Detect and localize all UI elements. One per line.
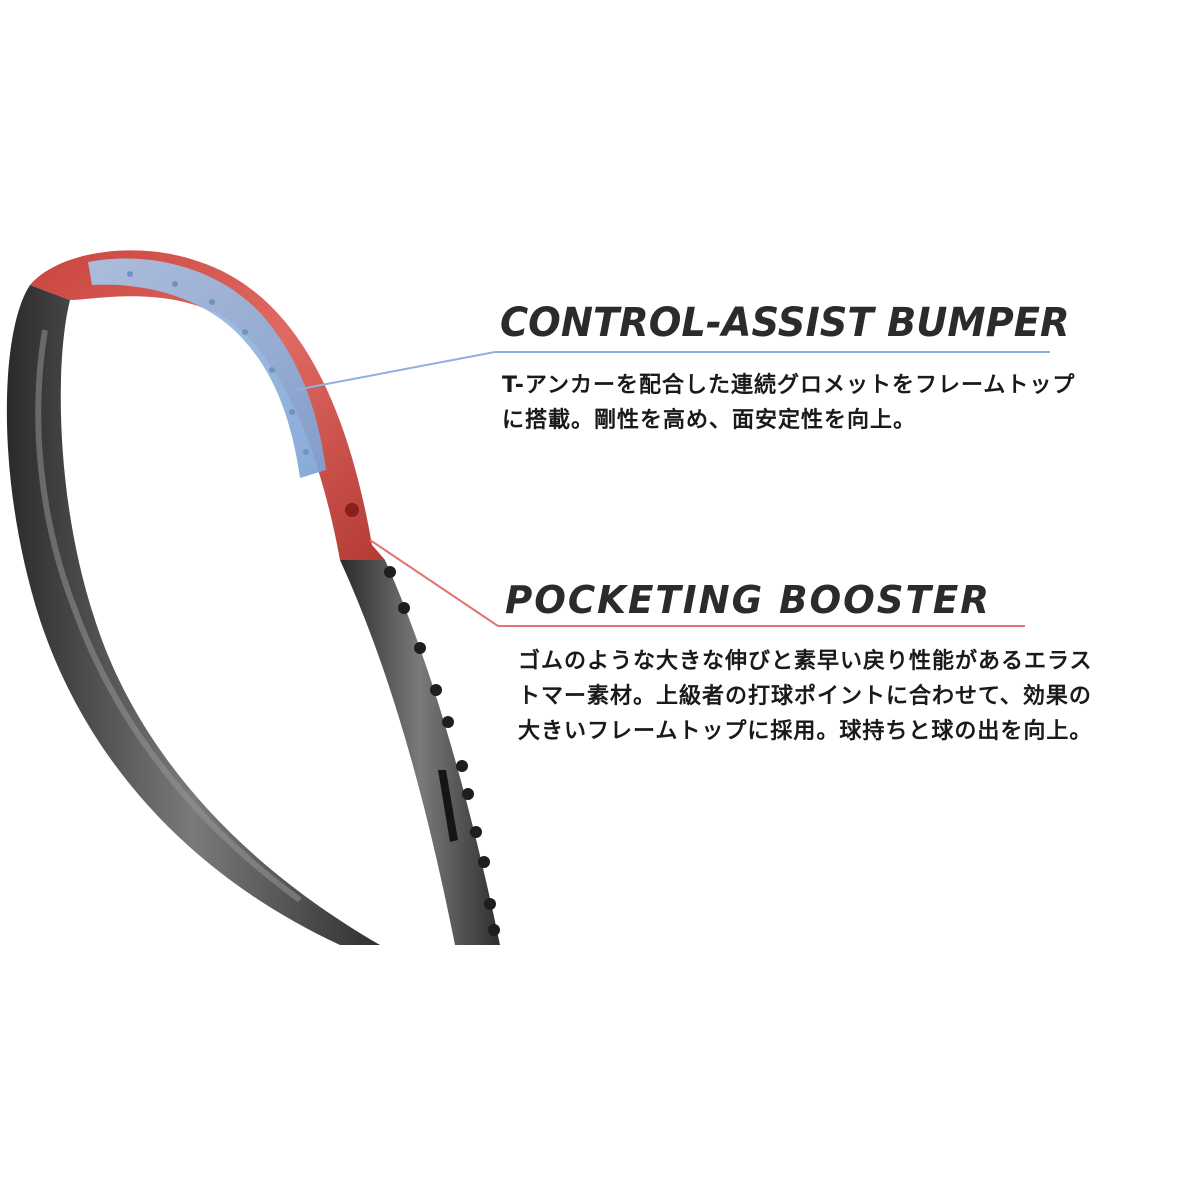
feature-description-bumper: T-アンカーを配合した連続グロメットをフレームトップ に搭載。剛性を高め、面安定… [502, 368, 1075, 438]
description-line: ゴムのような大きな伸びと素早い戻り性能があるエラス [518, 649, 1093, 674]
description-line: トマー素材。上級者の打球ポイントに合わせて、効果の [518, 684, 1092, 709]
booster-highlight-icon [30, 250, 385, 560]
bumper-grommet-dots [127, 271, 309, 455]
bumper-leader-line [294, 351, 496, 391]
frame-left-texture [35, 329, 302, 903]
frame-right-band [340, 560, 500, 945]
feature-title-booster: POCKETING BOOSTER [505, 578, 991, 622]
frame-string-holes [384, 566, 500, 936]
red-section-grommet [345, 503, 359, 517]
description-line: T-アンカーを配合した連続グロメットをフレームトップ [502, 373, 1076, 398]
booster-leader-line [369, 539, 499, 627]
bumper-highlight-icon [88, 258, 326, 478]
frame-slot [438, 770, 458, 842]
feature-description-booster: ゴムのような大きな伸びと素早い戻り性能があるエラス トマー素材。上級者の打球ポイ… [518, 644, 1093, 749]
feature-title-bumper: CONTROL-ASSIST BUMPER [500, 300, 1070, 346]
description-line: に搭載。剛性を高め、面安定性を向上。 [502, 408, 917, 433]
description-line: 大きいフレームトップに採用。球持ちと球の出を向上。 [518, 719, 1093, 744]
